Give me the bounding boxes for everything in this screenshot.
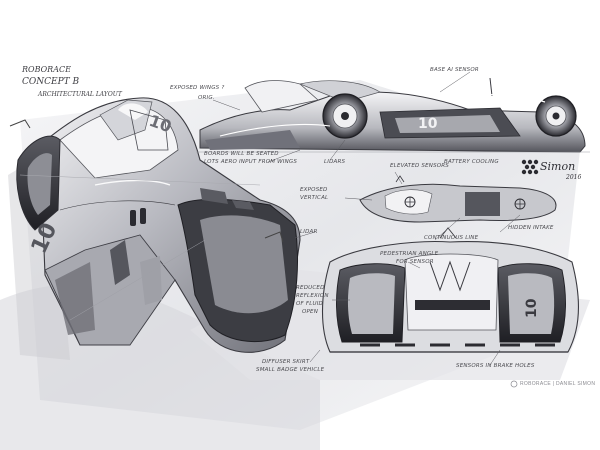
note-reduced-reflexion-2: REFLEXION <box>296 293 329 299</box>
note-diffuser-skirt-2: SMALL BADGE VEHICLE <box>256 367 325 373</box>
signature-year: 2016 <box>566 174 582 181</box>
note-reduced-reflexion: REDUCED <box>296 285 325 291</box>
note-exposed-vertical-2: VERTICAL <box>300 195 329 201</box>
side-view-car-sketch <box>196 77 590 153</box>
note-reduced-reflexion-3: OF FLUID <box>296 301 323 307</box>
note-exposed-wings-2: ORIG. <box>198 95 215 101</box>
sheet-title-line1: ROBORACE <box>22 65 71 74</box>
top-view-car-sketch <box>359 175 557 223</box>
note-pedestrian-angle: PEDESTRIAN ANGLE <box>380 251 439 257</box>
note-lidars: LIDARS <box>324 159 346 165</box>
annotation-leader-lines <box>212 71 521 366</box>
rear-view-car-sketch <box>321 227 579 353</box>
note-exposed-wings: EXPOSED WINGS ? <box>170 85 225 91</box>
note-exposed-vertical: EXPOSED <box>300 187 328 193</box>
perspective-car-sketch <box>8 97 301 360</box>
sheet-title-line3: ARCHITECTURAL LAYOUT <box>38 91 122 98</box>
note-hidden-intake: HIDDEN INTAKE <box>508 225 554 231</box>
note-elevated-sensors: ELEVATED SENSORS <box>390 163 449 169</box>
note-boards-seated: BOARDS WILL BE SEATED <box>204 151 279 157</box>
note-sensors-rear: SENSORS IN BRAKE HOLES <box>456 363 535 369</box>
note-battery-cooling: BATTERY COOLING <box>444 159 499 165</box>
note-diffuser-skirt: DIFFUSER SKIRT <box>262 359 310 365</box>
note-side-label: LIDAR <box>300 229 318 235</box>
note-reduced-reflexion-4: OPEN <box>302 309 319 315</box>
note-boards-seated-2: LOTS AERO INPUT FROM WINGS <box>204 159 298 165</box>
svg-text:10: 10 <box>524 298 540 318</box>
svg-text:10: 10 <box>418 116 438 132</box>
hex-dots-logo <box>521 159 539 175</box>
credit-logo-icon <box>510 380 518 388</box>
image-credit: ROBORACE | DANIEL SIMON <box>520 381 596 387</box>
note-pedestrian-angle-2: FOR SENSOR <box>396 259 434 265</box>
note-continuous-line: CONTINUOUS LINE <box>424 235 479 241</box>
designer-signature: Simon <box>540 160 576 173</box>
note-base-sensor: BASE AI SENSOR <box>430 67 479 73</box>
sheet-title-line2: CONCEPT B <box>22 77 80 87</box>
